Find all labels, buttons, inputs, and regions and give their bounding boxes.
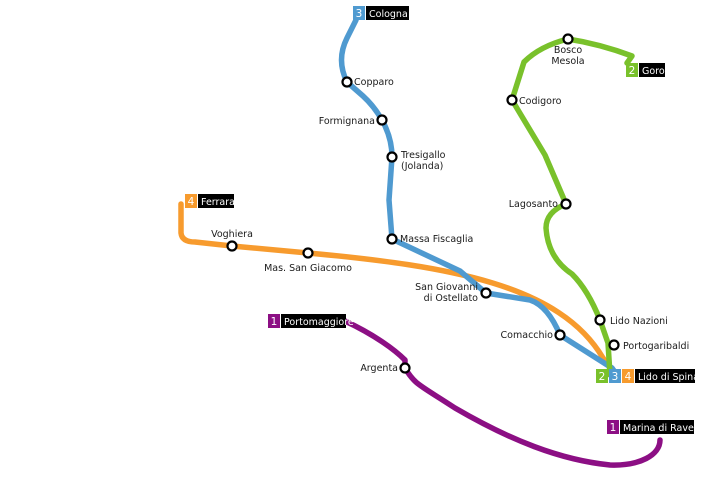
terminal-label-bg: [620, 420, 694, 434]
station-comacchio[interactable]: [554, 329, 566, 341]
label-copparo: Copparo: [354, 77, 394, 88]
label-lido-nazioni: Lido Nazioni: [610, 316, 668, 327]
label-argenta: Argenta: [360, 363, 398, 374]
label-massa-fiscaglia: Massa Fiscaglia: [400, 234, 473, 245]
terminal-goro-label: Goro: [642, 66, 665, 77]
station-labels: Copparo Formignana Tresigallo (Jolanda) …: [211, 45, 689, 374]
label-mas-san-giacomo: Mas. San Giacomo: [264, 263, 352, 274]
station-argenta[interactable]: [399, 362, 411, 374]
label-bosco-mesola-2: Mesola: [551, 56, 584, 67]
line-3-badge: [609, 369, 621, 383]
line-2-badge: [596, 369, 608, 383]
line-3-route[interactable]: [338, 9, 620, 378]
station-massa-fiscaglia[interactable]: [386, 233, 398, 245]
station-codigoro[interactable]: [506, 94, 518, 106]
line-1-badge: [607, 420, 619, 434]
label-bosco-mesola-1: Bosco: [554, 45, 583, 56]
label-san-giovanni-2: di Ostellato: [424, 293, 479, 304]
terminal-lido-di-spina-label: Lido di Spina: [638, 372, 699, 383]
label-tresigallo-2: (Jolanda): [401, 161, 443, 172]
label-comacchio: Comacchio: [501, 330, 554, 341]
terminal-label-bg: [635, 369, 695, 383]
line-2-route[interactable]: [509, 36, 635, 378]
line-1-badge-number: 1: [271, 316, 278, 328]
terminal-label-bg: [281, 314, 346, 328]
label-tresigallo-1: Tresigallo: [400, 150, 446, 161]
line-3-badge-number: 3: [356, 8, 363, 20]
line-4-badge: [622, 369, 634, 383]
station-copparo[interactable]: [341, 76, 353, 88]
line-1-route[interactable]: [342, 318, 663, 468]
line-2-badge-number: 2: [599, 371, 606, 383]
line-2-badge: [626, 63, 638, 77]
station-voghiera[interactable]: [226, 240, 238, 252]
station-bosco-mesola[interactable]: [562, 33, 574, 45]
terminal-cologna-label: Cologna: [369, 9, 408, 20]
line-1-badge: [268, 314, 280, 328]
terminal-goro[interactable]: 2 Goro: [626, 63, 665, 77]
terminal-portomaggiore[interactable]: 1 Portomaggiore: [268, 314, 354, 328]
label-formignana: Formignana: [319, 116, 375, 127]
terminal-label-bg: [366, 6, 409, 20]
line-2-badge-number: 2: [629, 65, 636, 77]
line-1-badge-number: 1: [610, 422, 617, 434]
station-formignana[interactable]: [376, 114, 388, 126]
line-3-badge: [353, 6, 365, 20]
stations: [226, 33, 620, 374]
label-san-giovanni-1: San Giovanni: [415, 282, 478, 293]
line-4-badge-number: 4: [625, 371, 632, 383]
terminal-ferrara-label: Ferrara: [201, 197, 235, 208]
terminal-lido-di-spina[interactable]: 2 3 4 Lido di Spina: [596, 369, 699, 383]
station-tresigallo[interactable]: [386, 151, 398, 163]
terminal-marina-label: Marina di Ravenna: [623, 423, 712, 434]
terminal-marina-di-ravenna[interactable]: 1 Marina di Ravenna: [607, 420, 712, 434]
line-3-badge-number: 3: [612, 371, 619, 383]
label-lagosanto: Lagosanto: [509, 199, 558, 210]
line-4-badge: [185, 194, 197, 208]
terminal-label-bg: [639, 63, 665, 77]
terminal-ferrara[interactable]: 4 Ferrara: [185, 194, 235, 208]
line-4-route[interactable]: [178, 201, 618, 378]
terminal-cologna[interactable]: 3 Cologna: [353, 6, 409, 20]
station-san-giovanni[interactable]: [480, 287, 492, 299]
station-lido-nazioni[interactable]: [594, 314, 606, 326]
station-lagosanto[interactable]: [560, 198, 572, 210]
terminal-portomaggiore-label: Portomaggiore: [284, 317, 354, 328]
label-codigoro: Codigoro: [519, 96, 562, 107]
station-mas-san-giacomo[interactable]: [302, 247, 314, 259]
terminal-label-bg: [198, 194, 234, 208]
line-4-badge-number: 4: [188, 196, 195, 208]
station-portogaribaldi[interactable]: [608, 339, 620, 351]
label-portogaribaldi: Portogaribaldi: [623, 341, 689, 352]
label-voghiera: Voghiera: [211, 229, 253, 240]
